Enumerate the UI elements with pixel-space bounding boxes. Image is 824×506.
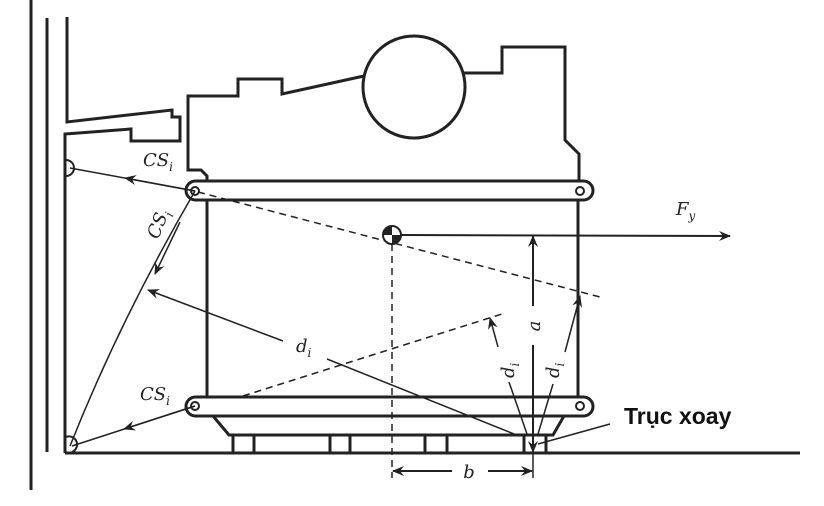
a-label: a: [524, 321, 545, 332]
pin-bottom-left: [190, 401, 200, 411]
wall-anchor-bottom: [65, 435, 79, 453]
d-label-left: di: [498, 362, 522, 378]
force-fy-arrow: [400, 230, 731, 241]
cs-label-bottom: CSi: [140, 384, 170, 408]
base-feet: [231, 435, 548, 453]
cs-label-diagonal: CSi: [143, 206, 177, 243]
pin-top-right: [575, 186, 585, 196]
generator-engine: [184, 34, 595, 453]
force-fy-label: Fy: [675, 199, 696, 223]
d-label-right: di: [543, 362, 567, 378]
lever-arm-diagonal: di: [147, 289, 520, 437]
wall-structure: [29, 0, 800, 490]
cable-forces: CSi CSi CSi: [69, 150, 196, 447]
pin-bottom-right: [575, 401, 585, 411]
dimension-b: b: [392, 462, 533, 483]
bottom-frame-bar: [184, 395, 595, 418]
d-label-diagonal: di: [296, 336, 312, 360]
center-of-gravity: [382, 225, 402, 245]
pivot-leader-line: [537, 423, 611, 445]
dimension-a: a: [524, 235, 545, 478]
pivot-label: Trục xoay: [624, 403, 732, 429]
lever-lines: [197, 191, 601, 478]
top-frame-bar: [184, 179, 595, 202]
flywheel: [361, 34, 467, 140]
cs-label-top: CSi: [143, 150, 173, 174]
lever-arms-vertical: di di: [488, 295, 582, 435]
b-label: b: [463, 462, 475, 483]
